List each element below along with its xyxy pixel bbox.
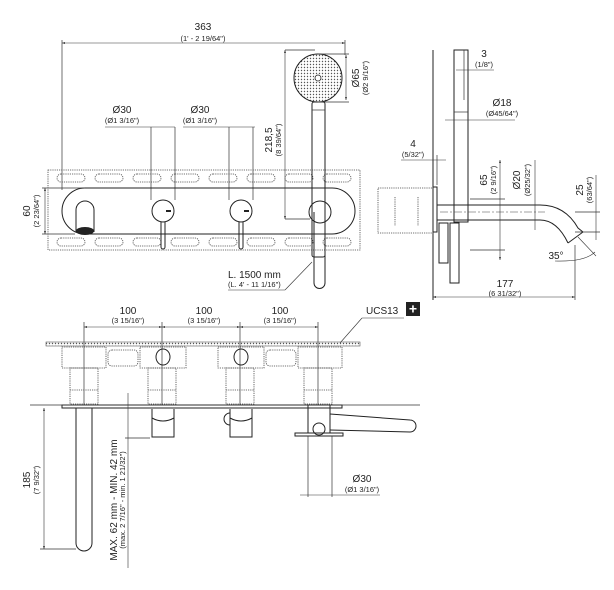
plus-icon: + — [409, 301, 417, 317]
side-view: 3 (1/8") Ø18 (Ø45/64") 4 (5/32") 65 (2 9… — [377, 49, 600, 300]
holder-knob — [312, 422, 326, 436]
angle-arc — [554, 251, 596, 262]
wall-depth-mm: MAX. 62 mm - MIN. 42 mm — [109, 439, 120, 560]
handle-lever-left — [160, 222, 166, 250]
outlet-drop-in: (63/64") — [585, 176, 594, 203]
valve-body — [377, 187, 434, 234]
wall-gap-in: (5/32") — [402, 150, 425, 159]
spout-bottom-line — [437, 219, 569, 244]
handle2-diameter-mm: Ø30 — [191, 105, 210, 116]
spout-outlet — [76, 227, 94, 235]
shower-height-in: (8 39/64") — [274, 123, 283, 156]
lever-side-2 — [449, 222, 460, 284]
outlet-drop-mm: 25 — [575, 184, 586, 196]
handle1-diameter-mm: Ø30 — [113, 105, 132, 116]
spout-top-line — [437, 204, 584, 233]
overall-width-mm: 363 — [195, 22, 212, 33]
plus-icon-box[interactable] — [406, 302, 420, 316]
top-view: 100 (3 15/16") 100 (3 15/16") 100 (3 15/… — [22, 301, 420, 568]
handle2-diameter-in: (Ø1 3/16") — [183, 116, 218, 125]
outlet-angle: 35° — [548, 251, 563, 262]
front-view: 363 (1' - 2 19/64") Ø30 (Ø1 3/16") Ø30 (… — [22, 22, 370, 291]
handle-lever-right — [238, 222, 244, 250]
projection-mm: 177 — [497, 279, 514, 290]
shower-head-diameter-in: (Ø2 9/16") — [361, 60, 370, 95]
plate-height-mm: 60 — [22, 205, 33, 217]
body-code: UCS13 — [366, 306, 399, 317]
lever-top-1 — [151, 409, 175, 438]
spout-height-in: (2 9/16") — [489, 165, 498, 194]
handle-right — [229, 199, 253, 223]
spout-length-mm: 185 — [22, 471, 33, 488]
angle-line — [577, 236, 597, 257]
lever-curve — [151, 417, 175, 422]
plate-thickness-in: (1/8") — [475, 60, 494, 69]
hose-length-mm: L. 1500 mm — [228, 270, 281, 281]
spacing2-mm: 100 — [196, 306, 213, 317]
spout-top — [75, 408, 93, 552]
leader-line — [339, 317, 363, 344]
spout-diameter-mm: Ø20 — [512, 170, 523, 189]
holder-diameter-mm: Ø18 — [493, 98, 512, 109]
holder-body-top — [307, 404, 331, 434]
shower-head-diameter-mm: Ø65 — [351, 68, 362, 87]
projection-in: (6 31/32") — [489, 289, 522, 298]
spout-length-in: (7 9/32") — [32, 465, 41, 494]
lever-knob — [223, 412, 231, 426]
spout-height-mm: 65 — [479, 174, 490, 186]
spout-front — [75, 200, 95, 232]
shower-holder-side — [453, 49, 469, 223]
shower-handle-top — [329, 413, 417, 433]
spout-diameter-in: (Ø25/32") — [523, 163, 532, 196]
wall-surface — [45, 341, 361, 347]
spacing1-mm: 100 — [120, 306, 137, 317]
plate-slots-bottom — [56, 237, 352, 247]
shower-holder — [308, 200, 332, 224]
top-holder-diameter-mm: Ø30 — [353, 474, 372, 485]
wall-plate-side — [432, 186, 438, 233]
holder-diameter-in: (Ø45/64") — [486, 109, 519, 118]
shower-hose-end — [313, 212, 326, 289]
plate-thickness-mm: 3 — [481, 49, 487, 60]
overall-width-in: (1' - 2 19/64") — [181, 34, 226, 43]
mounting-plate — [47, 169, 361, 251]
lever-top-2 — [229, 409, 253, 438]
valve-bodies — [61, 346, 343, 405]
plate-height-in: (2 23/64") — [32, 194, 41, 227]
hose-length-in: (L. 4' - 11 1/16") — [228, 280, 281, 289]
shower-head-center — [314, 74, 322, 82]
lever-curve — [229, 417, 253, 422]
spacing1-in: (3 15/16") — [112, 316, 145, 325]
holder-base — [294, 432, 344, 437]
cover-plate-top — [61, 404, 343, 409]
shower-height-mm: 218,5 — [264, 127, 275, 152]
wall-depth-in: (max. 2 7/16" - min. 1 21/32") — [118, 451, 127, 549]
handle-left — [151, 199, 175, 223]
spout-outlet-side — [567, 231, 584, 244]
spacing3-in: (3 15/16") — [264, 316, 297, 325]
plate-slots-top — [56, 173, 352, 183]
top-holder-diameter-in: (Ø1 3/16") — [345, 485, 380, 494]
spacing3-mm: 100 — [272, 306, 289, 317]
handle1-diameter-in: (Ø1 3/16") — [105, 116, 140, 125]
wall-gap-mm: 4 — [410, 139, 416, 150]
spacing2-in: (3 15/16") — [188, 316, 221, 325]
cover-plate — [61, 187, 356, 235]
leader-line — [284, 261, 313, 291]
lever-side-1 — [438, 222, 449, 264]
